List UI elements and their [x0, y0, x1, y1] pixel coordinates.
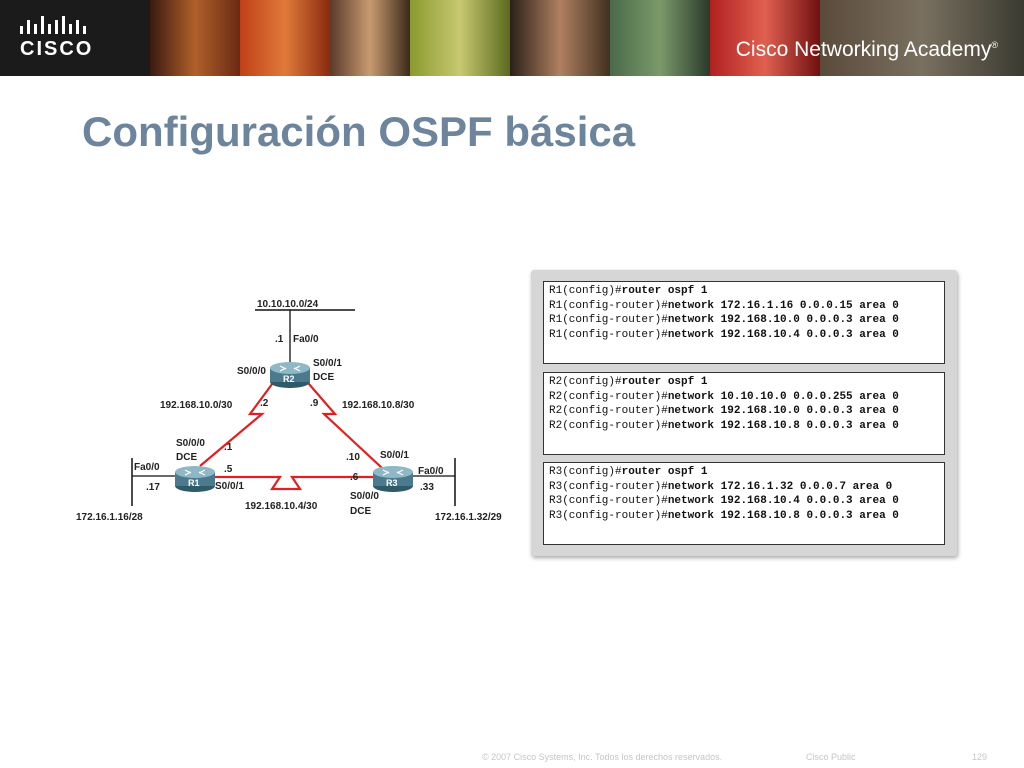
config-line: R3(config)#router ospf 1 — [549, 465, 944, 480]
r1-fa-ip: .17 — [146, 482, 160, 493]
config-line: R1(config-router)#network 172.16.1.16 0.… — [549, 299, 944, 314]
r1-right-ip: .5 — [224, 464, 233, 475]
banner-photo-3 — [330, 0, 410, 76]
config-line: R1(config)#router ospf 1 — [549, 284, 944, 299]
r2-right-ip: .9 — [310, 398, 319, 409]
router-r1: R1 — [175, 466, 215, 492]
router-r2-label: R2 — [283, 374, 295, 384]
config-command: network 192.168.10.8 0.0.0.3 area 0 — [667, 419, 899, 432]
config-command: network 192.168.10.4 0.0.0.3 area 0 — [667, 328, 899, 341]
r3-fa-label: Fa0/0 — [418, 466, 444, 477]
config-line: R3(config-router)#network 172.16.1.32 0.… — [549, 480, 944, 495]
banner-photo-8 — [820, 0, 1024, 76]
r2-left-ip: .2 — [260, 398, 269, 409]
router-arrows-icon — [279, 365, 301, 372]
r2-fa-ip: .1 — [275, 334, 284, 345]
r3-fa-ip: .33 — [420, 482, 434, 493]
config-command: router ospf 1 — [621, 466, 708, 478]
r2-fa-label: Fa0/0 — [293, 334, 319, 345]
config-command: network 192.168.10.0 0.0.0.3 area 0 — [667, 405, 899, 418]
net-label-r1-r3: 192.168.10.4/30 — [245, 501, 318, 512]
config-prompt: R1(config)# — [549, 285, 622, 297]
config-command: network 192.168.10.4 0.0.0.3 area 0 — [667, 495, 899, 508]
r2-s001-label: S0/0/1 — [313, 358, 342, 369]
r1-fa-label: Fa0/0 — [134, 462, 160, 473]
serial-link-r2-r3 — [301, 375, 383, 469]
r1-top-ip: .1 — [224, 442, 233, 453]
r3-s001-label: S0/0/1 — [380, 450, 409, 461]
router-r2: R2 — [270, 362, 310, 388]
r1-s001-label: S0/0/1 — [215, 481, 244, 492]
config-command: router ospf 1 — [621, 376, 708, 388]
cisco-logo-text: CISCO — [20, 38, 94, 60]
r3-left-ip: .6 — [350, 472, 359, 483]
registered-mark-icon: ® — [991, 40, 998, 50]
r1-dce-label: DCE — [176, 452, 197, 463]
r2-dce-label: DCE — [313, 372, 334, 383]
net-label-right: 172.16.1.32/29 — [435, 512, 502, 523]
config-prompt: R2(config-router)# — [549, 405, 668, 418]
config-line: R2(config-router)#network 10.10.10.0 0.0… — [549, 390, 944, 405]
config-line: R3(config-router)#network 192.168.10.4 0… — [549, 494, 944, 509]
serial-link-r1-r3 — [200, 475, 375, 491]
slide-title: Configuración OSPF básica — [82, 108, 636, 155]
config-command: router ospf 1 — [621, 285, 708, 297]
r2-s000-label: S0/0/0 — [237, 366, 266, 377]
router-r3-label: R3 — [386, 478, 398, 488]
net-label-left: 172.16.1.16/28 — [76, 512, 143, 523]
config-prompt: R1(config-router)# — [549, 328, 668, 341]
r3-dce-label: DCE — [350, 506, 371, 517]
config-command: network 192.168.10.8 0.0.0.3 area 0 — [667, 509, 899, 522]
net-label-r2-r3: 192.168.10.8/30 — [342, 400, 415, 411]
cisco-bridge-icon — [20, 16, 86, 34]
banner-photo-4 — [410, 0, 510, 76]
academy-title: Cisco Networking Academy® — [735, 38, 998, 61]
footer-page-number: 129 — [972, 752, 988, 762]
config-prompt: R3(config-router)# — [549, 495, 668, 508]
header-banner: CISCO Cisco Networking Academy® — [0, 0, 1024, 76]
config-prompt: R2(config-router)# — [549, 419, 668, 432]
net-label-r1-r2: 192.168.10.0/30 — [160, 400, 233, 411]
config-line: R1(config-router)#network 192.168.10.4 0… — [549, 328, 944, 343]
serial-link-r1-r2 — [199, 375, 279, 467]
banner-photo-7 — [710, 0, 820, 76]
config-prompt: R3(config-router)# — [549, 509, 668, 522]
router-r1-label: R1 — [188, 478, 200, 488]
net-label-top: 10.10.10.0/24 — [257, 299, 319, 310]
config-command: network 172.16.1.16 0.0.0.15 area 0 — [667, 299, 899, 312]
config-prompt: R3(config-router)# — [549, 480, 668, 493]
config-prompt: R3(config)# — [549, 466, 622, 478]
config-line: R3(config-router)#network 192.168.10.8 0… — [549, 509, 944, 524]
network-topology-diagram: R2 R1 R3 10.10.10.0/24 172.16.1.16/28 17… — [76, 299, 502, 523]
r3-top-ip: .10 — [346, 452, 360, 463]
banner-photo-1 — [150, 0, 240, 76]
config-prompt: R2(config)# — [549, 376, 622, 388]
banner-photo-6 — [610, 0, 710, 76]
footer-classification: Cisco Public — [806, 752, 856, 762]
router-r3: R3 — [373, 466, 413, 492]
banner-photo-5 — [510, 0, 610, 76]
footer-copyright: © 2007 Cisco Systems, Inc. Todos los der… — [482, 752, 723, 762]
r1-s000-label: S0/0/0 — [176, 438, 205, 449]
config-command: network 172.16.1.32 0.0.0.7 area 0 — [667, 480, 893, 493]
config-prompt: R1(config-router)# — [549, 314, 668, 327]
cisco-logo: CISCO — [14, 14, 104, 64]
config-command: network 192.168.10.0 0.0.0.3 area 0 — [667, 314, 899, 327]
banner-photo-2 — [240, 0, 330, 76]
config-command: network 10.10.10.0 0.0.0.255 area 0 — [667, 390, 899, 403]
config-line: R2(config-router)#network 192.168.10.0 0… — [549, 404, 944, 419]
router-arrows-icon — [184, 469, 206, 476]
config-prompt: R1(config-router)# — [549, 299, 668, 312]
config-line: R1(config-router)#network 192.168.10.0 0… — [549, 313, 944, 328]
config-line: R2(config-router)#network 192.168.10.8 0… — [549, 419, 944, 434]
config-line: R2(config)#router ospf 1 — [549, 375, 944, 390]
config-prompt: R2(config-router)# — [549, 390, 668, 403]
r3-s000-label: S0/0/0 — [350, 491, 379, 502]
router-arrows-icon — [382, 469, 404, 476]
